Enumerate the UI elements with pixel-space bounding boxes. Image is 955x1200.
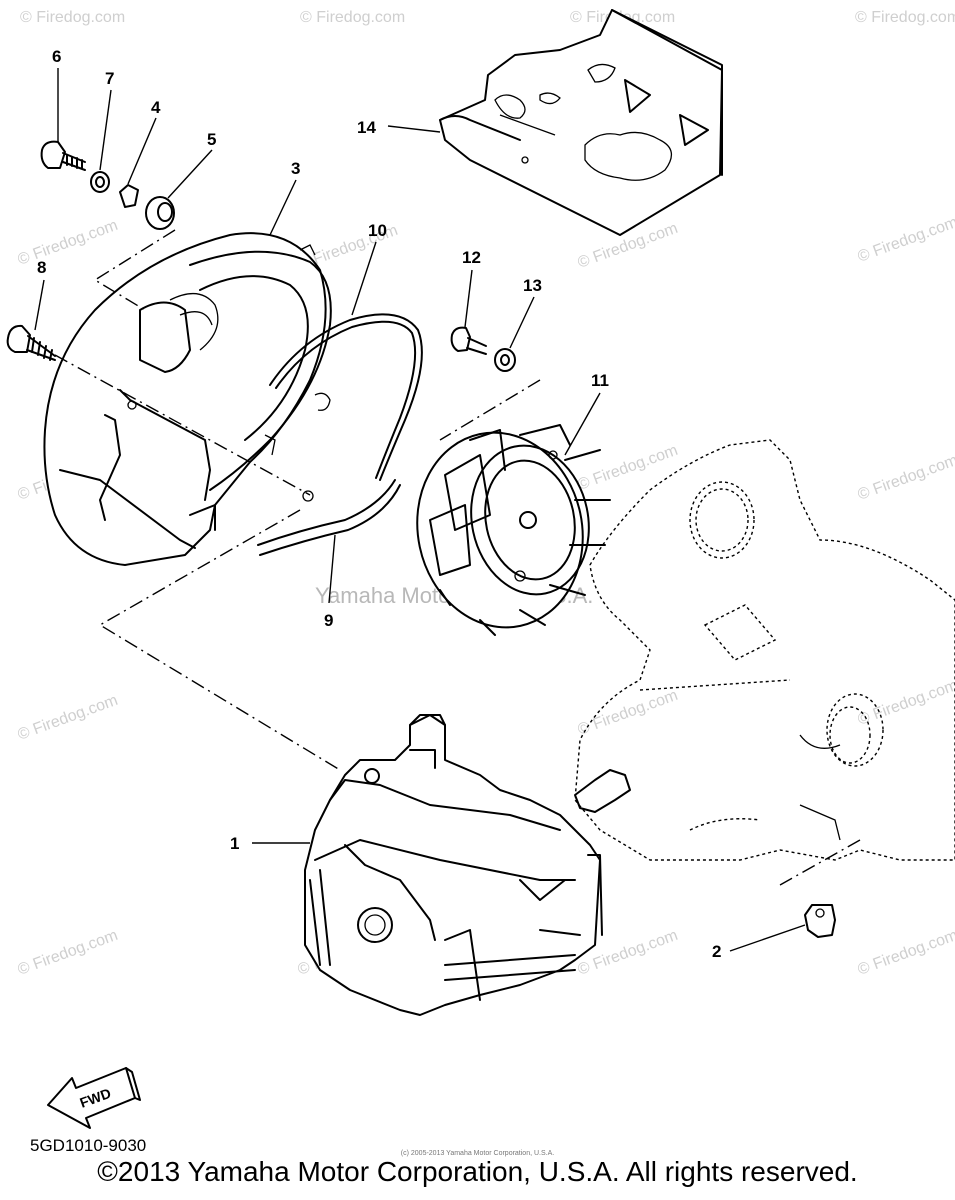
hardware-8 [6, 324, 56, 361]
part-1-housing [304, 714, 603, 1016]
part-label-2: 2 [712, 942, 721, 961]
watermark: © Firedog.com [300, 9, 405, 26]
watermark: © Firedog.com [856, 677, 955, 729]
engine-block [574, 439, 955, 861]
part-label-8: 8 [37, 258, 46, 277]
watermark: © Firedog.com [16, 692, 121, 744]
part-10-wire [269, 313, 423, 481]
part-3-shroud [43, 232, 332, 566]
part-label-12: 12 [462, 248, 481, 267]
part-labels: 6 7 4 5 3 8 10 12 13 11 14 9 1 2 [37, 47, 721, 961]
alignment-lines [54, 229, 861, 886]
watermark: © Firedog.com [16, 927, 121, 979]
watermark: © Firedog.com [16, 217, 121, 269]
part-label-3: 3 [291, 159, 300, 178]
hardware-4-7 [40, 140, 175, 230]
leader-lines [34, 68, 806, 952]
part-label-11: 11 [591, 371, 609, 390]
watermark: © Firedog.com [576, 687, 681, 739]
part-14-plate [439, 9, 723, 236]
watermark: © Firedog.com [855, 9, 955, 26]
small-copyright: (c) 2005-2013 Yamaha Motor Corporation, … [400, 1150, 555, 1157]
part-9-wire [257, 479, 396, 546]
part-label-14: 14 [357, 118, 376, 137]
watermark: © Firedog.com [20, 9, 125, 26]
watermark: © Firedog.com [856, 452, 955, 504]
part-label-6: 6 [52, 47, 61, 66]
watermark: © Firedog.com [576, 442, 681, 494]
part-label-5: 5 [207, 130, 216, 149]
part-label-9: 9 [324, 611, 333, 630]
part-11-fan [416, 424, 611, 636]
hardware-12-13 [450, 326, 516, 372]
fwd-arrow-icon: FWD [47, 1067, 141, 1129]
part-label-1: 1 [230, 834, 239, 853]
watermark: © Firedog.com [856, 927, 955, 979]
part-label-7: 7 [105, 69, 114, 88]
copyright-notice: ©2013 Yamaha Motor Corporation, U.S.A. A… [97, 1156, 858, 1187]
watermark: © Firedog.com [856, 214, 955, 266]
part-label-13: 13 [523, 276, 542, 295]
diagram-code: 5GD1010-9030 [30, 1136, 147, 1155]
part-label-10: 10 [368, 221, 387, 240]
part-2-bracket [804, 904, 836, 938]
part-label-4: 4 [151, 98, 161, 117]
